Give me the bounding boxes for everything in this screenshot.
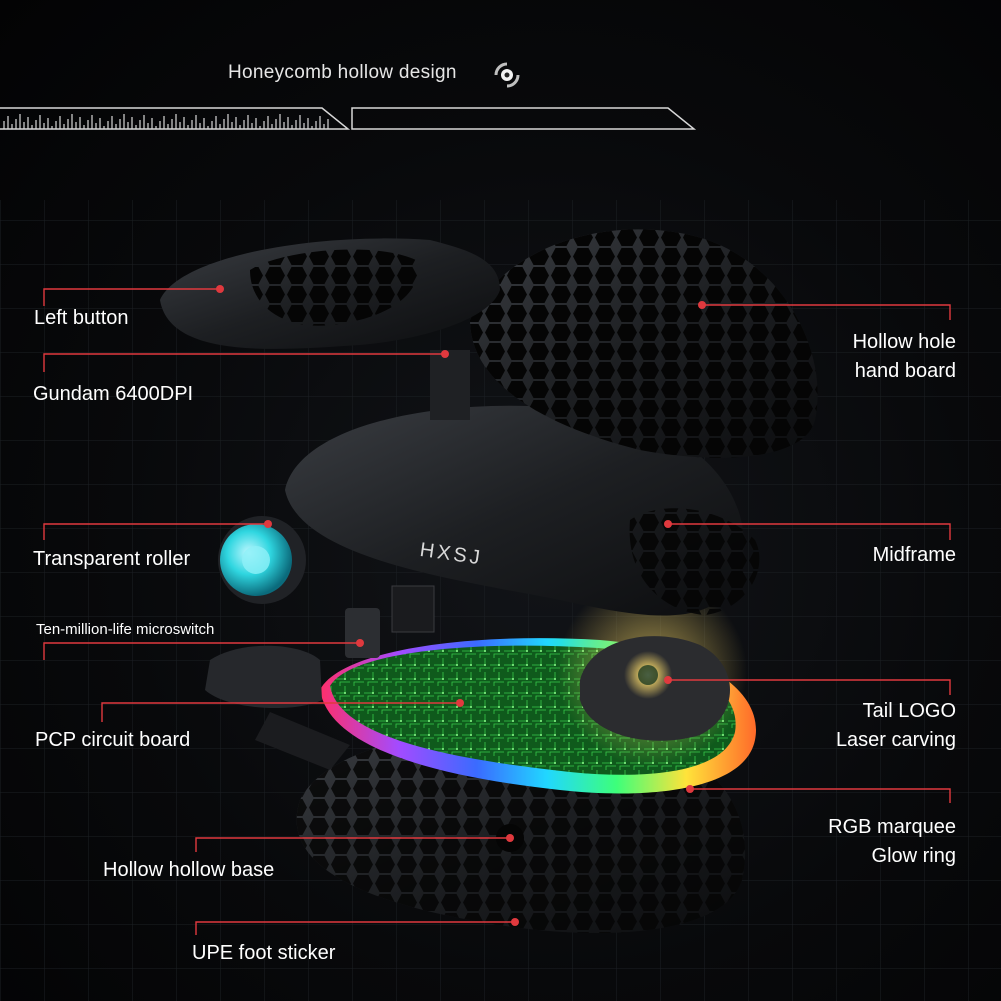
label-left-button: Left button xyxy=(34,307,129,329)
leader-line xyxy=(43,288,220,306)
leader-dot xyxy=(441,350,449,358)
leader-dot xyxy=(698,301,706,309)
leader-dot xyxy=(216,285,224,293)
leader-dot xyxy=(456,699,464,707)
leader-line xyxy=(195,837,510,852)
label-rgb-ring: RGB marquee Glow ring xyxy=(828,813,956,871)
leader-dot xyxy=(264,520,272,528)
label-foot-sticker: UPE foot sticker xyxy=(192,942,336,964)
label-hollow-base: Hollow hollow base xyxy=(103,859,275,881)
leader-line xyxy=(690,788,951,803)
label-tail-logo-line2: Laser carving xyxy=(835,729,956,751)
target-ring-icon xyxy=(494,62,520,88)
header-divider xyxy=(0,107,697,130)
label-hand-board: Hollow hole hand board xyxy=(853,328,956,386)
label-midframe: Midframe xyxy=(872,544,956,566)
transparent-roller xyxy=(218,516,306,604)
leader-line xyxy=(43,353,445,372)
leader-dot xyxy=(506,834,514,842)
label-hand-board-line2: hand board xyxy=(854,360,956,382)
leader-line xyxy=(668,523,951,540)
tail-logo xyxy=(557,577,747,767)
leader-dot xyxy=(686,785,694,793)
leader-line xyxy=(195,921,515,935)
hand-board-shell xyxy=(470,229,818,458)
label-transparent-roller: Transparent roller xyxy=(33,548,191,570)
leader-dot xyxy=(664,676,672,684)
midframe: HXSJ xyxy=(285,350,760,616)
label-microswitch: Ten-million-life microswitch xyxy=(36,621,215,638)
leader-line xyxy=(702,304,951,320)
label-gundam-sensor: Gundam 6400DPI xyxy=(33,383,194,405)
leader-line xyxy=(668,679,951,695)
label-hand-board-line1: Hollow hole xyxy=(852,331,956,353)
leader-dot xyxy=(356,639,364,647)
label-rgb-line2: Glow ring xyxy=(871,845,956,867)
label-rgb-line1: RGB marquee xyxy=(828,816,956,838)
label-tail-logo-line1: Tail LOGO xyxy=(862,700,956,722)
label-tail-logo: Tail LOGO Laser carving xyxy=(836,697,956,755)
leader-line xyxy=(101,702,460,722)
leader-line xyxy=(43,523,268,540)
leader-line xyxy=(43,642,360,660)
leader-dot xyxy=(664,520,672,528)
label-pcb: PCP circuit board xyxy=(35,729,191,751)
header-title: Honeycomb hollow design xyxy=(228,62,457,83)
leader-dot xyxy=(511,918,519,926)
left-button-shell xyxy=(160,238,500,349)
leader-lines xyxy=(43,285,951,935)
